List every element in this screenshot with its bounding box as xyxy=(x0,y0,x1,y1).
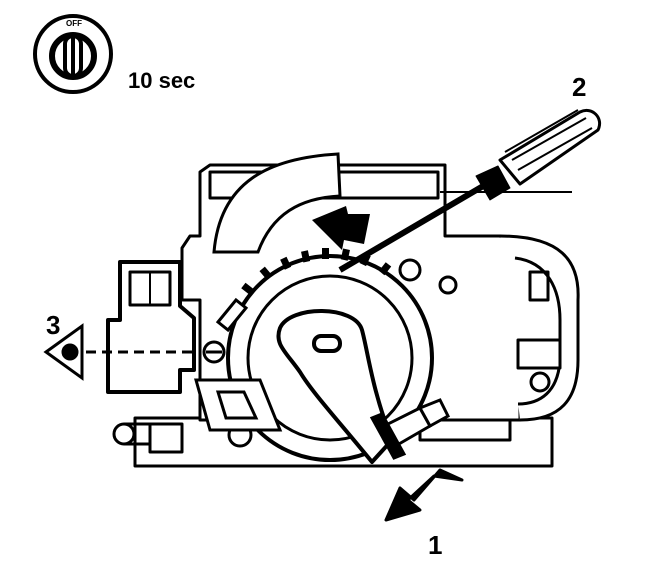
drum-teeth xyxy=(241,248,392,296)
eye-icon xyxy=(43,323,84,381)
callout-2-label: 2 xyxy=(572,72,586,102)
idle-stop-screw xyxy=(369,398,450,460)
callout-1-label: 1 xyxy=(428,530,442,560)
callout-3-label: 3 xyxy=(46,310,60,340)
throttle-position-sensor xyxy=(106,260,196,394)
ignition-off-label: OFF xyxy=(66,19,82,28)
duration-label: 10 sec xyxy=(128,68,195,93)
ignition-switch-icon xyxy=(33,14,113,94)
rotation-arrow xyxy=(312,206,370,250)
push-arrow xyxy=(384,468,464,522)
throttle-lever xyxy=(276,309,394,464)
adjustment-screw xyxy=(202,297,249,364)
linkage-bracket xyxy=(194,378,283,432)
